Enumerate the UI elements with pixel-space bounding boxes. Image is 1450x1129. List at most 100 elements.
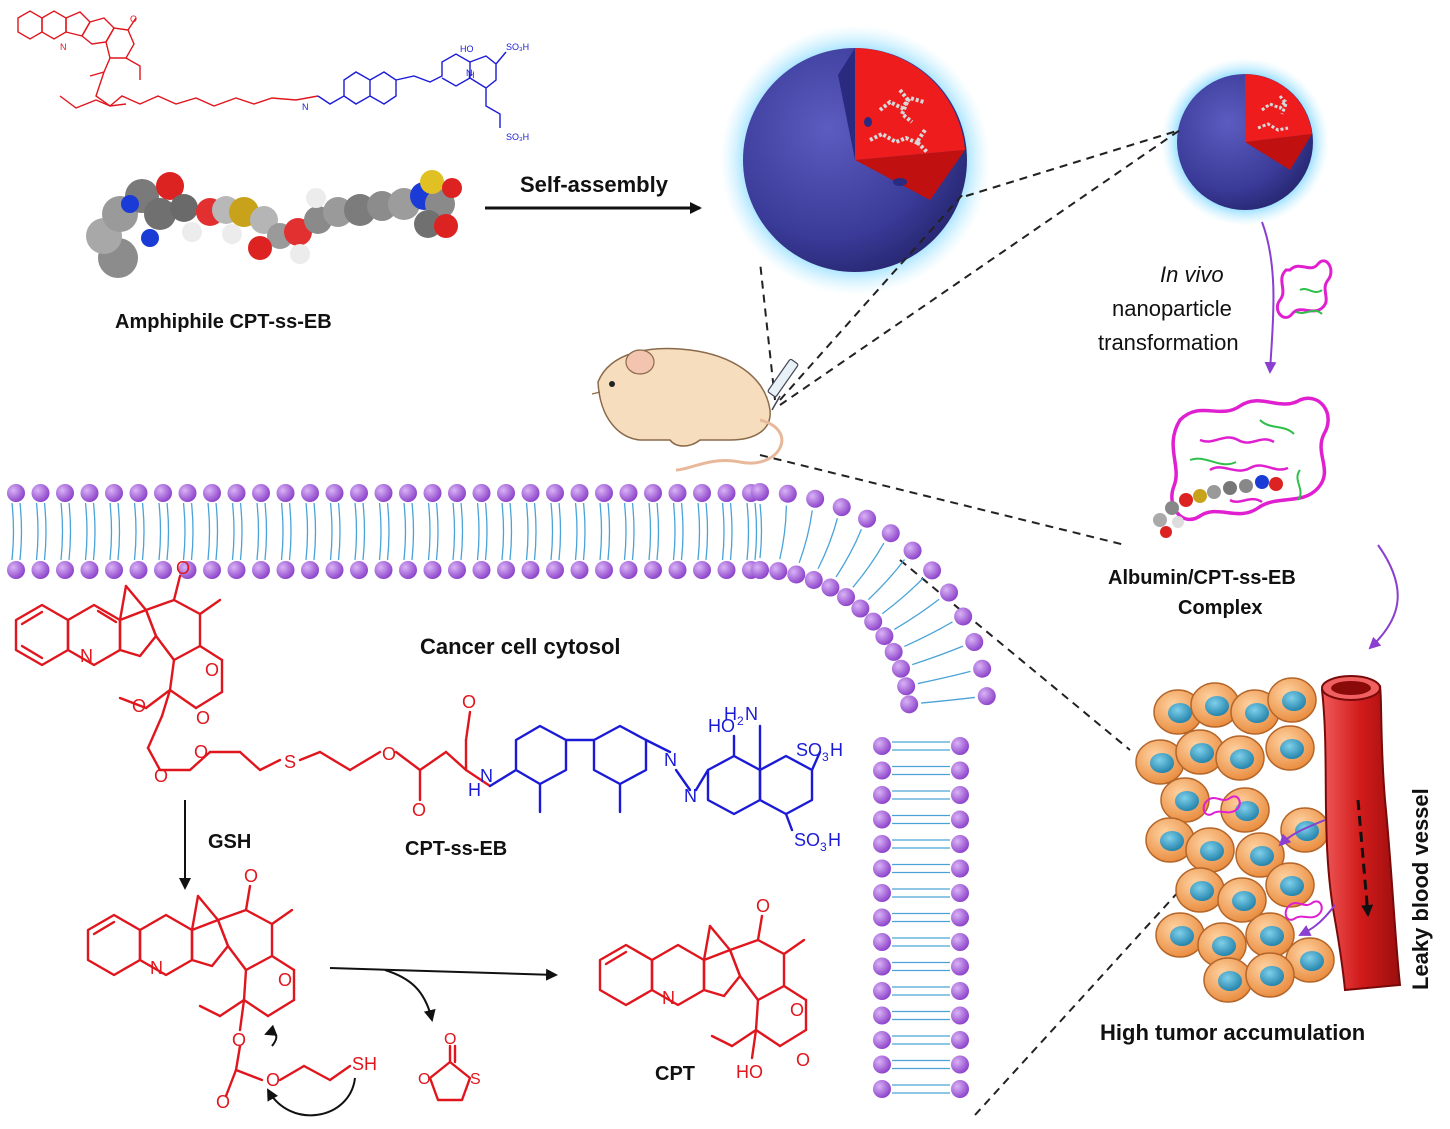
lipid-head (897, 677, 916, 696)
dash-line (974, 889, 1181, 1116)
lipid-head (619, 561, 638, 579)
lipid-head (693, 484, 711, 502)
lipid-head (154, 484, 172, 502)
svg-text:O: O (244, 866, 258, 886)
lipid-head (951, 761, 969, 780)
lipid-head (325, 561, 344, 579)
transform-arrow (1261, 221, 1277, 374)
svg-text:HO: HO (736, 1062, 763, 1082)
nanoparticle-sphere-icon (720, 25, 990, 295)
svg-text:N: N (466, 68, 473, 78)
dash-line (965, 129, 1181, 197)
lipid-head (497, 561, 515, 579)
lipid-head (778, 484, 797, 503)
cell-nucleus (1282, 691, 1306, 711)
svg-text:O: O (790, 1000, 804, 1020)
lipid-head (837, 588, 856, 607)
dash-line (779, 129, 1181, 406)
free-albumin-icon (1275, 259, 1333, 319)
lipid-head (873, 908, 891, 927)
lipid-head (832, 498, 851, 517)
svg-text:H: H (828, 830, 841, 850)
lipid-head (806, 489, 825, 508)
lipid-head (227, 484, 246, 502)
lipid-head (873, 1031, 891, 1049)
small-nanoparticle-icon (1161, 58, 1329, 226)
lipid-head (154, 561, 172, 579)
svg-text:H: H (468, 70, 475, 80)
albumin-protein-icon (1153, 396, 1330, 538)
cpt-structure: N O O O HO (598, 896, 810, 1082)
cell-nucleus (1160, 831, 1184, 851)
lipid-bilayer-icon (7, 483, 996, 1098)
lipid-head (546, 561, 564, 579)
lipid-head (951, 737, 969, 755)
svg-text:O: O (796, 1050, 810, 1070)
amphiphile-label: Amphiphile CPT-ss-EB (115, 311, 332, 333)
dash-line (759, 261, 776, 401)
lipid-head (751, 561, 769, 579)
lipid-head (873, 1006, 891, 1025)
lipid-head (873, 1055, 891, 1074)
svg-text:O: O (132, 696, 146, 716)
lipid-head (951, 859, 969, 878)
lipid-head (105, 484, 123, 502)
svg-text:H: H (724, 704, 737, 724)
lipid-head (472, 561, 491, 579)
tumor-cell-icon (1135, 677, 1335, 1003)
lipid-head (301, 561, 319, 579)
lipid-head (951, 933, 969, 951)
lipid-head (80, 561, 99, 579)
svg-text:3: 3 (822, 750, 829, 764)
cell-nucleus (1230, 749, 1254, 769)
lipid-head (873, 957, 891, 976)
lipid-head (891, 659, 910, 678)
dash-line (779, 191, 966, 401)
lipid-head (873, 761, 891, 780)
lipid-head (399, 484, 417, 502)
svg-text:H: H (468, 780, 481, 800)
lipid-head (325, 484, 344, 502)
svg-text:N: N (302, 102, 309, 112)
svg-text:SO₃H: SO₃H (506, 42, 529, 52)
lipid-head (881, 524, 900, 543)
cell-nucleus (1300, 951, 1324, 971)
lipid-head (954, 607, 973, 626)
svg-text:N: N (60, 42, 67, 52)
svg-text:O: O (154, 766, 168, 786)
lipid-head (873, 859, 891, 878)
lipid-head (374, 561, 393, 579)
lipid-head (56, 561, 74, 579)
lipid-head (521, 484, 540, 502)
svg-text:SO: SO (794, 830, 820, 850)
cpt-label: CPT (655, 1063, 695, 1085)
lipid-head (977, 687, 996, 706)
cell-nucleus (1235, 801, 1259, 821)
lipid-head (951, 1080, 969, 1098)
cpt-ss-eb-structure: N O O O O O O S O O O H N N N HO H 2 N S… (14, 558, 843, 854)
svg-text:O: O (462, 692, 476, 712)
lipid-head (203, 484, 221, 502)
lipid-head (873, 810, 891, 829)
lipid-head (751, 483, 769, 501)
svg-text:O: O (382, 744, 396, 764)
lipid-head (965, 633, 984, 652)
lipid-head (374, 484, 393, 502)
lipid-head (951, 835, 969, 853)
lipid-head (903, 541, 922, 560)
cell-nucleus (1280, 876, 1304, 896)
svg-text:HO: HO (708, 716, 735, 736)
lipid-head (472, 484, 491, 502)
cell-nucleus (1168, 703, 1192, 723)
lipid-head (951, 982, 969, 1000)
lipid-head (951, 908, 969, 927)
lipid-head (864, 612, 883, 631)
lipid-head (570, 484, 589, 502)
lipid-head (595, 484, 613, 502)
lipid-head (448, 561, 466, 579)
cell-nucleus (1150, 753, 1174, 773)
lipid-head (858, 509, 877, 528)
syringe-icon (767, 358, 799, 411)
cell-nucleus (1190, 881, 1214, 901)
